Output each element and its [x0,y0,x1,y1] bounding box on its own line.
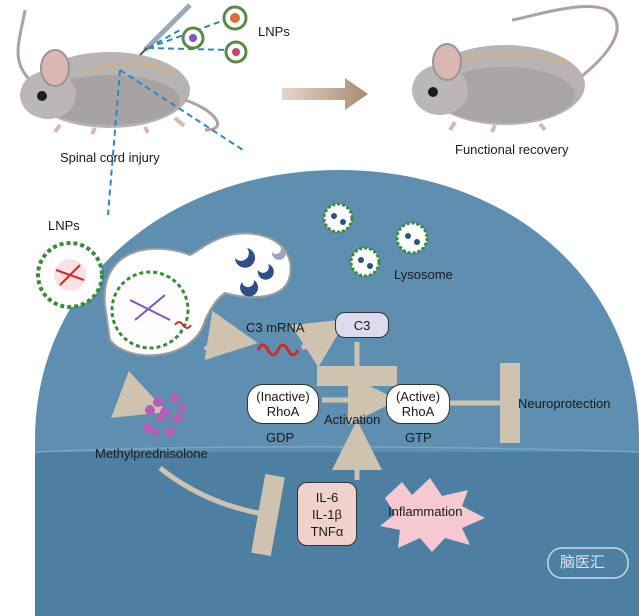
cytokine-box: IL-6 IL-1β TNFα [297,482,357,546]
cell-dome [34,170,639,616]
inactive-rhoa-line1: (Inactive) [256,389,310,404]
neuroprotection-label: Neuroprotection [518,396,611,411]
c3-box: C3 [335,312,389,338]
small-lnp-particles [181,5,248,64]
gtp-label: GTP [405,430,432,445]
c3-mrna-squiggle [256,343,300,357]
inflammation-burst [380,478,485,552]
inflammation-label: Inflammation [388,504,463,519]
c3-label: C3 [353,317,371,333]
lnps-label-top: LNPs [258,24,290,39]
active-rhoa-line1: (Active) [395,389,441,404]
lnp-particle [36,241,104,309]
inactive-rhoa-box: (Inactive) RhoA [247,384,319,424]
lysosome-vesicles [322,202,429,278]
cytokine-tnfa: TNFα [310,523,344,539]
active-rhoa-box: (Active) RhoA [386,384,450,424]
cytokine-il6: IL-6 [315,489,339,505]
injured-mouse-illustration [16,9,219,135]
syringe-illustration [139,3,192,56]
spinal-cord-injury-label: Spinal cord injury [60,150,160,165]
lnps-label-cell: LNPs [48,218,80,233]
active-rhoa-line2: RhoA [401,404,435,419]
watermark-logo [547,547,629,579]
activation-label: Activation [324,412,381,427]
lysosome-crescents [235,246,286,297]
cytokine-il1b: IL-1β [312,506,342,522]
methylprednisolone-molecules [143,393,186,437]
recovered-mouse-illustration [412,5,619,133]
gdp-label: GDP [266,430,295,445]
inactive-rhoa-line2: RhoA [266,404,300,419]
lysosome-label: Lysosome [394,267,453,282]
functional-recovery-label: Functional recovery [455,142,569,157]
methylprednisolone-label: Methylprednisolone [95,446,208,461]
watermark-text: 脑医汇 [560,554,606,571]
pathway-arrows [111,310,520,557]
c3-mrna-label: C3 mRNA [246,320,305,335]
transition-arrow [282,78,368,110]
